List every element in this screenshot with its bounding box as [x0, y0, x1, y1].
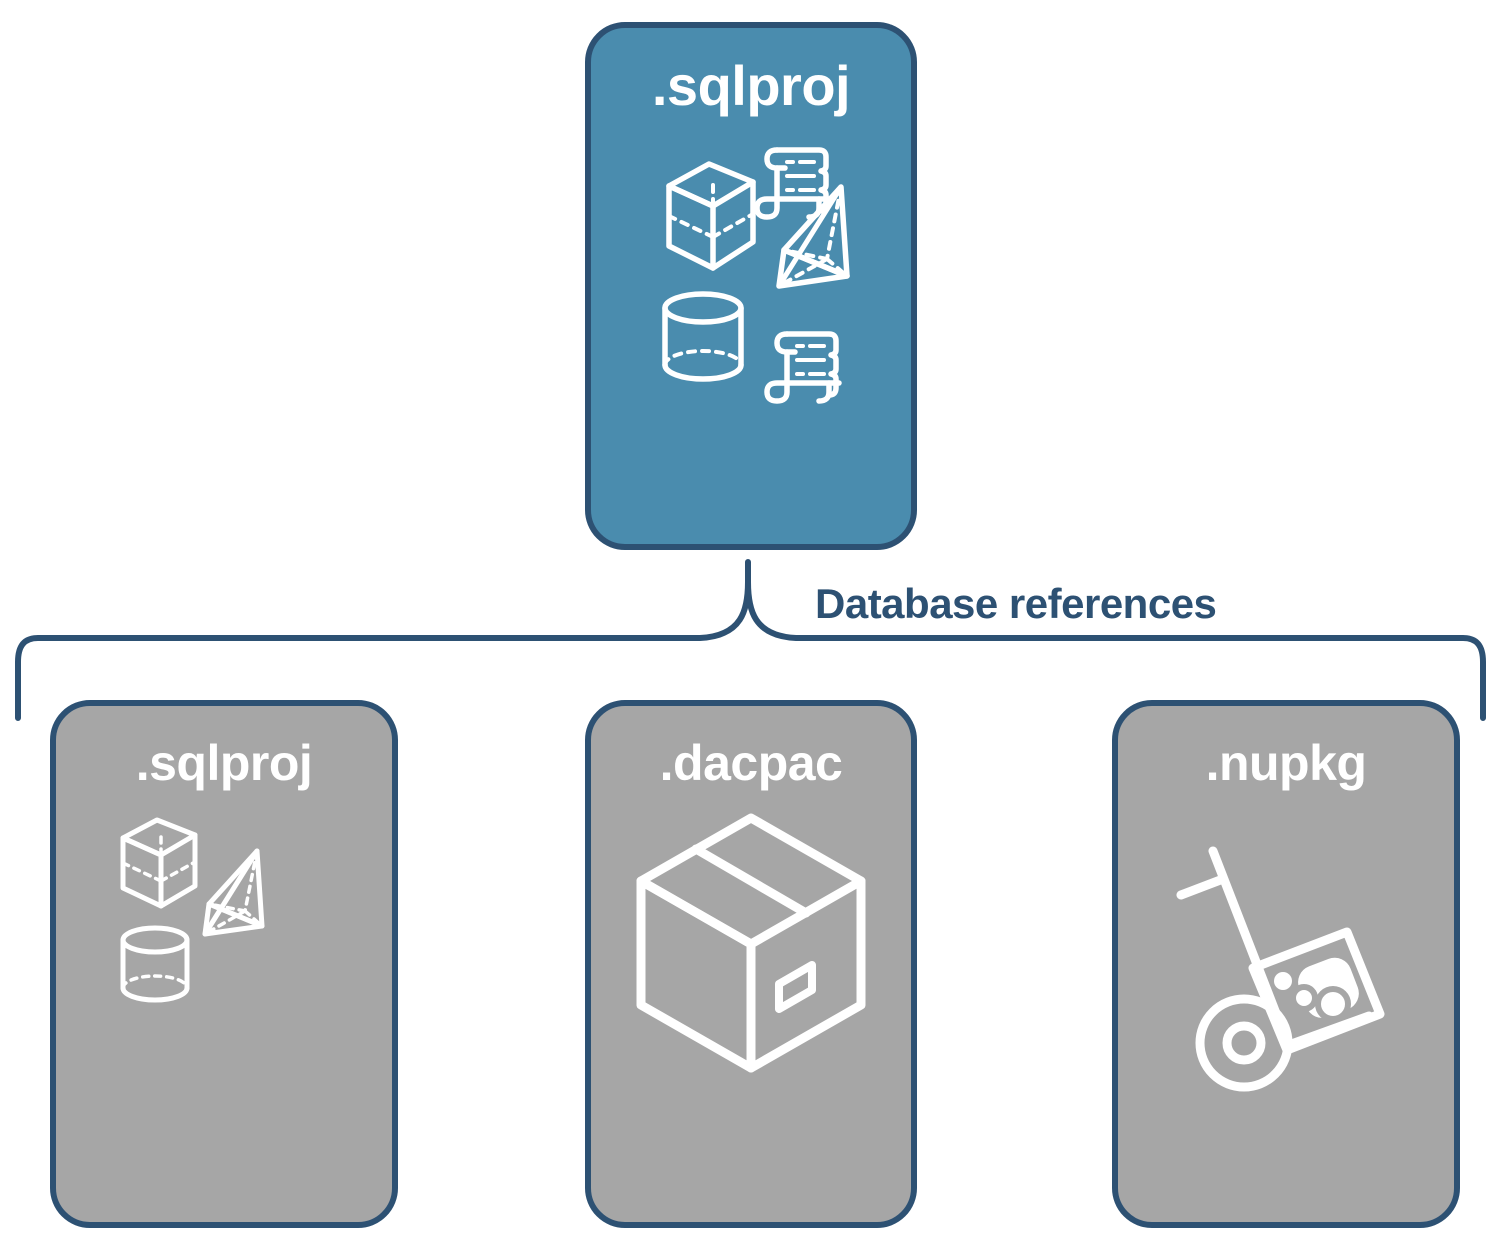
reference-card-sqlproj-title: .sqlproj: [135, 735, 313, 791]
brace-label: Database references: [815, 580, 1217, 627]
reference-card-nupkg[interactable]: .nupkg: [1112, 700, 1460, 1228]
nuget-hand-truck-icon: [1176, 846, 1385, 1092]
reference-card-sqlproj[interactable]: .sqlproj: [50, 700, 398, 1228]
root-card-title: .sqlproj: [651, 54, 851, 117]
root-card-sqlproj[interactable]: .sqlproj: [585, 22, 917, 550]
reference-card-dacpac[interactable]: .dacpac: [585, 700, 917, 1228]
reference-card-nupkg-icon-group: [1161, 808, 1411, 1098]
scroll-icon: [754, 147, 832, 220]
reference-card-sqlproj-icon-group: [109, 808, 339, 1028]
package-box-icon: [636, 813, 866, 1073]
reference-card-nupkg-title: .nupkg: [1205, 735, 1367, 791]
root-card-icon-group: [651, 138, 851, 418]
cylinder-icon: [120, 925, 190, 1003]
reference-card-dacpac-icon-group: [626, 808, 876, 1098]
cylinder-icon: [662, 291, 744, 382]
cube-icon: [666, 161, 756, 271]
cube-icon: [120, 817, 198, 909]
reference-card-dacpac-title: .dacpac: [659, 735, 843, 791]
pyramid-icon: [776, 184, 850, 289]
scroll-icon: [764, 331, 842, 404]
pyramid-icon: [202, 848, 265, 937]
